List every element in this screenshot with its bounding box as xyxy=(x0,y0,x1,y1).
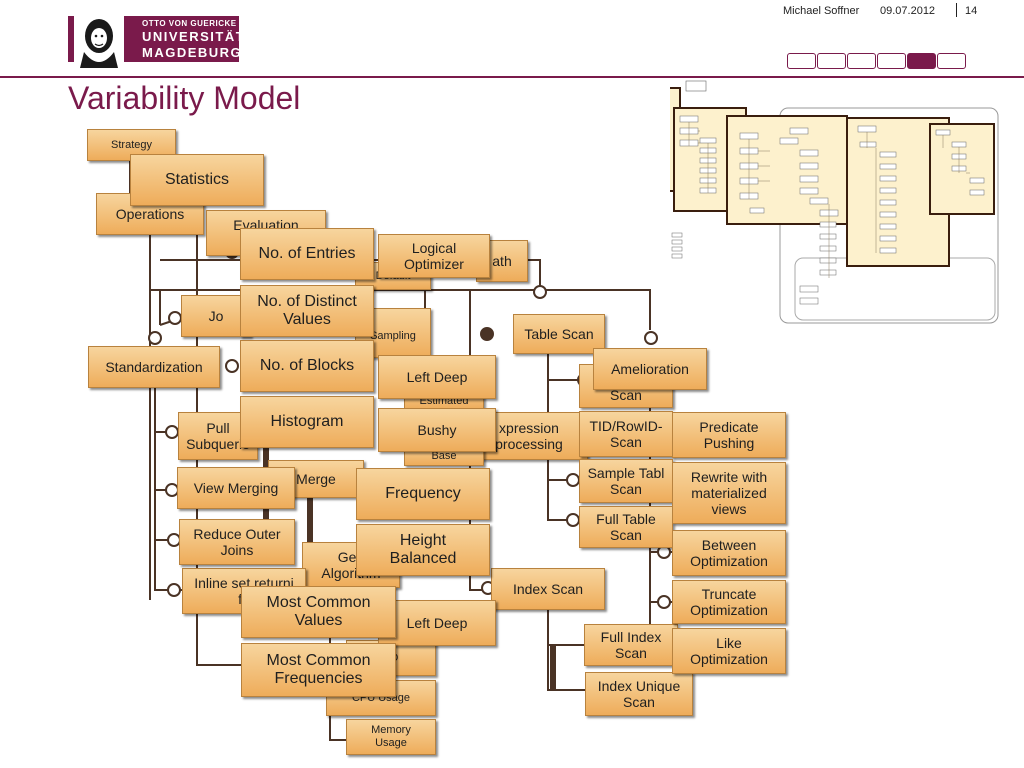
nav-square-3[interactable] xyxy=(847,53,876,69)
university-line-1: OTTO VON GUERICKE xyxy=(142,19,237,28)
optional-marker xyxy=(167,583,181,597)
university-logo: OTTO VON GUERICKE UNIVERSITÄT MAGDEBURG xyxy=(68,16,244,68)
optional-marker xyxy=(165,425,179,439)
author-name: Michael Soffner xyxy=(783,5,860,17)
node-left-deep-1: Left Deep xyxy=(378,355,496,399)
nav-square-2[interactable] xyxy=(817,53,846,69)
node-left-deep-2: Left Deep xyxy=(378,600,496,646)
page-number: 14 xyxy=(965,5,978,17)
nav-square-5[interactable] xyxy=(907,53,936,69)
node-tid-rowid-scan-frag: TID/RowID- Scan xyxy=(579,411,673,457)
node-no-of-distinct-values: No. of Distinct Values xyxy=(240,285,374,337)
node-histogram: Histogram xyxy=(240,396,374,448)
node-amelioration: Amelioration xyxy=(593,348,707,390)
node-full-table-scan: Full Table Scan xyxy=(579,506,673,548)
node-reduce-outer-joins: Reduce Outer Joins xyxy=(179,519,295,565)
node-no-of-blocks: No. of Blocks xyxy=(240,340,374,392)
nav-square-4[interactable] xyxy=(877,53,906,69)
node-table-scan: Table Scan xyxy=(513,314,605,354)
connector-line xyxy=(329,590,346,741)
optional-marker xyxy=(533,285,547,299)
optional-marker xyxy=(657,595,671,609)
node-between-optimization: Between Optimization xyxy=(672,530,786,576)
node-index-scan: Index Scan xyxy=(491,568,605,610)
node-frequency: Frequency xyxy=(356,468,490,520)
optional-marker xyxy=(225,359,239,373)
node-logical-optimizer: Logical Optimizer xyxy=(378,234,490,278)
university-line-3: MAGDEBURG xyxy=(142,45,243,60)
node-truncate-optimization: Truncate Optimization xyxy=(672,580,786,624)
node-statistics: Statistics xyxy=(130,154,264,206)
connector-line xyxy=(547,610,585,691)
node-most-common-frequencies: Most Common Frequencies xyxy=(241,643,396,697)
model-overview-thumbnail xyxy=(670,80,999,324)
header-rule xyxy=(0,76,1024,78)
nav-square-6[interactable] xyxy=(937,53,966,69)
guericke-portrait-icon xyxy=(74,16,124,68)
node-predicate-pushing: Predicate Pushing xyxy=(672,412,786,458)
node-view-merging: View Merging xyxy=(177,467,295,509)
node-full-index-scan-frag: Full Index Scan xyxy=(584,624,678,666)
optional-marker xyxy=(644,331,658,345)
node-no-of-entries: No. of Entries xyxy=(240,228,374,280)
optional-marker xyxy=(168,311,182,325)
optional-marker xyxy=(148,331,162,345)
node-rewrite-with-materialized-views: Rewrite with materialized views xyxy=(672,462,786,524)
node-most-common-values: Most Common Values xyxy=(241,586,396,638)
mandatory-marker xyxy=(480,327,494,341)
slide-date: 09.07.2012 xyxy=(880,5,936,17)
node-like-optimization: Like Optimization xyxy=(672,628,786,674)
node-index-unique-scan: Index Unique Scan xyxy=(585,672,693,716)
optional-marker xyxy=(566,473,580,487)
node-standardization: Standardization xyxy=(88,346,220,388)
optional-marker xyxy=(566,513,580,527)
node-height-balanced: Height Balanced xyxy=(356,524,490,576)
nav-square-1[interactable] xyxy=(787,53,816,69)
header-divider xyxy=(956,3,957,17)
university-line-2: UNIVERSITÄT xyxy=(142,29,246,44)
node-memory-usage: Memory Usage xyxy=(346,719,436,755)
node-sample-table-scan-frag: Sample Tabl Scan xyxy=(579,459,673,503)
node-bushy: Bushy xyxy=(378,408,496,452)
page-title: Variability Model xyxy=(68,80,301,116)
